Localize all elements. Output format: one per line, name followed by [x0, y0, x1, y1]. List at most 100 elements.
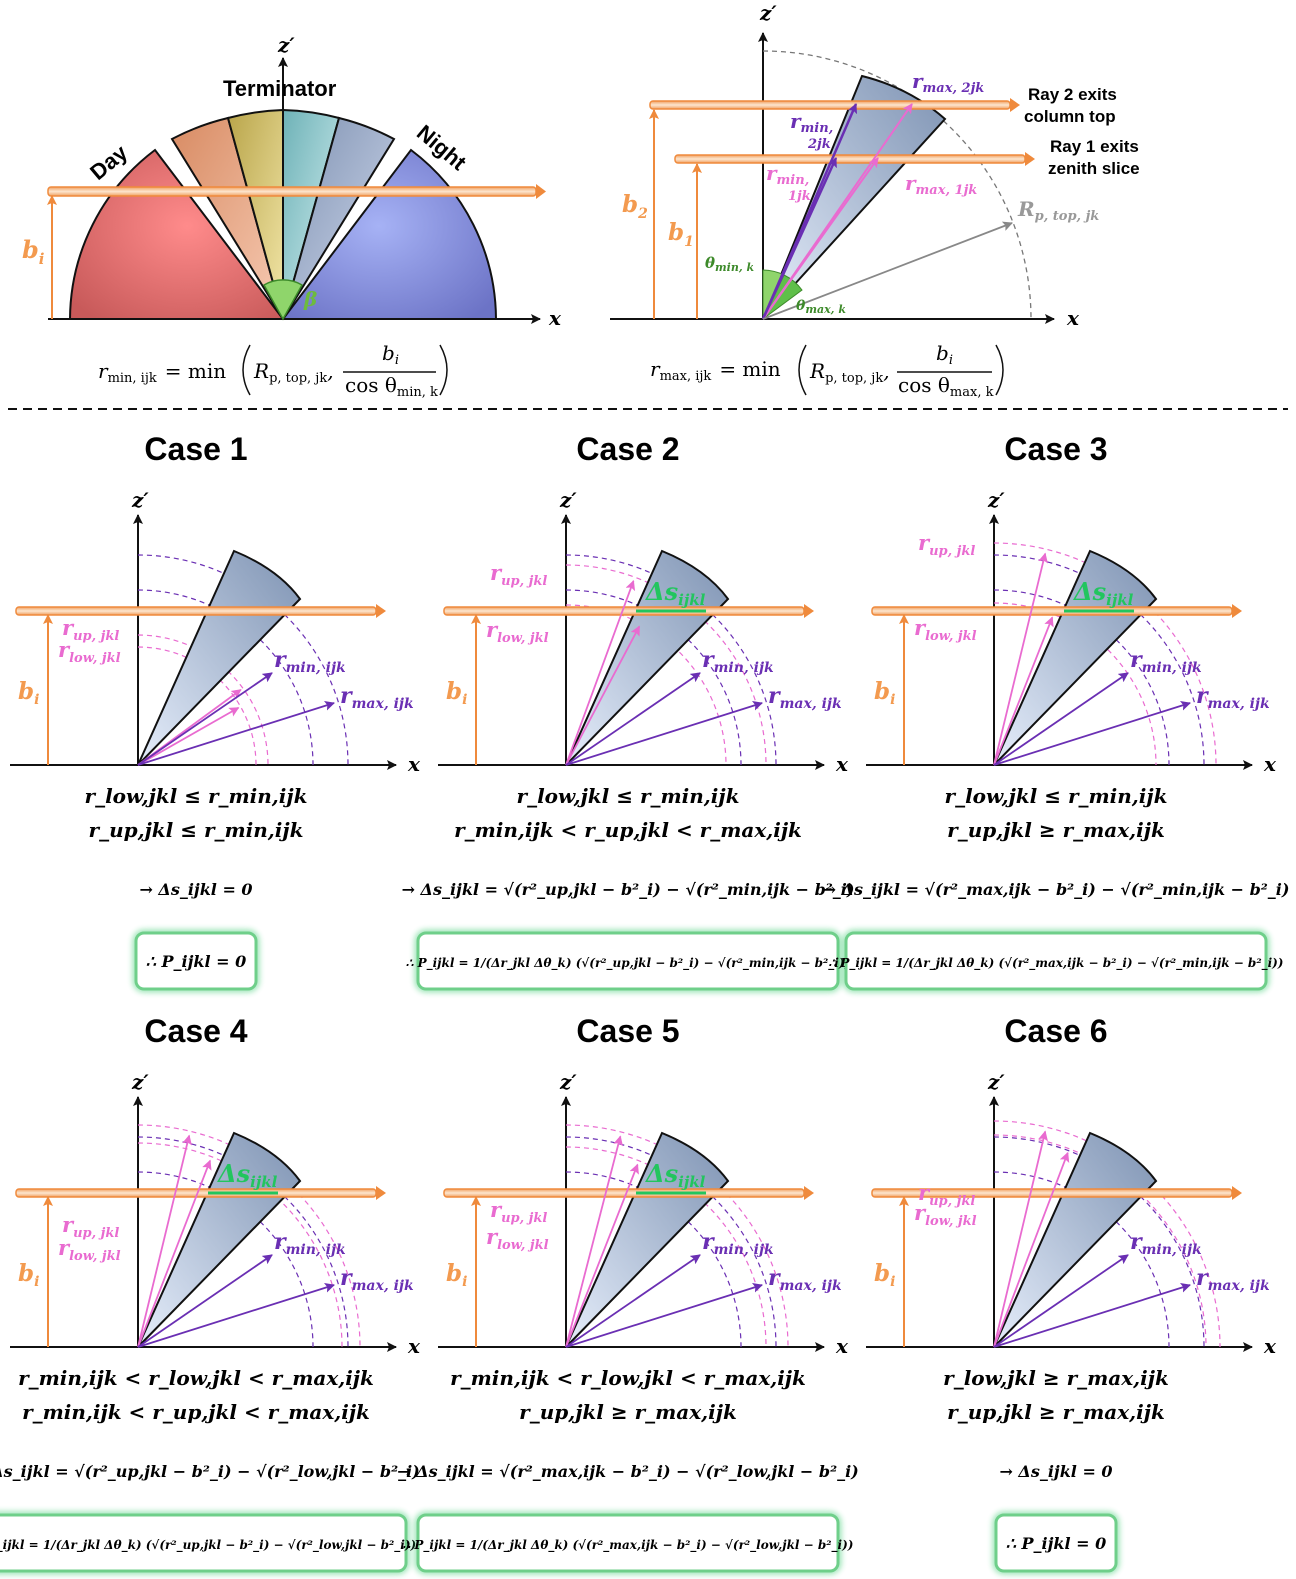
- result-equation: ∴ P_ijkl = 1/(Δr_jkl Δθ_k) (√(r²_max,ijk…: [403, 1538, 854, 1553]
- up-vector: [565, 1135, 623, 1348]
- svg-text:rmin, ijk= min: rmin, ijk= min: [98, 359, 226, 386]
- rmin1-label: rmin,: [766, 161, 809, 188]
- dash-max-arc: [993, 1136, 1205, 1348]
- rmin2-label: rmin,: [790, 109, 833, 136]
- svg-text:rmin, ijk: rmin, ijk: [702, 647, 774, 676]
- top-boundary-arc: [762, 50, 1032, 320]
- up-arc: [565, 564, 767, 766]
- condition-2: r_up,jkl ≤ r_min,ijk: [89, 818, 304, 842]
- x-axis-label: x: [1263, 752, 1277, 776]
- ray-head: [536, 184, 546, 199]
- top-right-panel: z′ x b2 b1 Ray 2 exits column top Ray 1 …: [610, 1, 1140, 400]
- case-title: Case 2: [576, 431, 679, 467]
- column-wedge: [137, 1131, 302, 1348]
- svg-text:rup, jkl: rup, jkl: [918, 530, 975, 559]
- x-axis-label: x: [1263, 1334, 1277, 1358]
- result-box: [844, 931, 1268, 991]
- ray: [443, 1188, 805, 1198]
- svg-text:rlow, jkl: rlow, jkl: [486, 1224, 549, 1253]
- low-arc: [993, 602, 1157, 766]
- svg-text:rmax, ijk: rmax, ijk: [768, 1265, 842, 1294]
- ray: [15, 606, 377, 616]
- rmin-vector: [993, 672, 1129, 766]
- ds-equation: → Δs_ijkl = √(r²_up,jkl − b²_i) − √(r²_m…: [402, 880, 855, 899]
- svg-text:Δsijkl: Δsijkl: [217, 1159, 278, 1191]
- case-title: Case 1: [144, 431, 247, 467]
- rmax-vector: [993, 1282, 1191, 1348]
- dash-max-arc: [137, 554, 349, 766]
- rmax-vector: [565, 1282, 763, 1348]
- ds-equation: → Δs_ijkl = 0: [999, 1462, 1112, 1481]
- ray2-note-1: Ray 2 exits: [1028, 85, 1117, 104]
- low-arc: [137, 1142, 343, 1348]
- up-vector: [137, 1134, 192, 1348]
- rmax-vector: [137, 700, 335, 766]
- beta-wedge: [262, 279, 304, 321]
- ray: [47, 186, 537, 197]
- condition-1: r_low,jkl ≤ r_min,ijk: [517, 784, 740, 808]
- svg-text:rlow, jkl: rlow, jkl: [58, 637, 121, 666]
- up-arc: [137, 634, 269, 766]
- x-axis-label: x: [548, 306, 562, 330]
- column-wedge: [565, 549, 730, 766]
- svg-text:bi: bi: [874, 1260, 895, 1290]
- terminator-label: Terminator: [223, 76, 337, 101]
- svg-text:bi: bi: [18, 678, 39, 708]
- condition-1: r_low,jkl ≥ r_max,ijk: [943, 1366, 1169, 1390]
- z-axis-label: z′: [987, 488, 1005, 512]
- low-arc: [565, 604, 727, 766]
- svg-text:rmax, ijk= min: rmax, ijk= min: [650, 357, 781, 384]
- ray1-note-2: zenith slice: [1048, 159, 1140, 178]
- rtop-label: Rp, top, jk: [1017, 197, 1099, 224]
- result-box: [416, 1513, 840, 1573]
- z-axis-label: z′: [559, 1070, 577, 1094]
- svg-text:rmax, ijk: rmax, ijk: [340, 683, 414, 712]
- svg-text:rmin, ijk: rmin, ijk: [702, 1229, 774, 1258]
- theta-max-label: θmax, k: [796, 298, 846, 316]
- low-arc: [565, 1146, 767, 1348]
- ray-head: [1232, 604, 1242, 618]
- rmax-vector: [565, 700, 763, 766]
- x-axis-label: x: [1066, 306, 1080, 330]
- theta-min-label: θmin, k: [705, 254, 754, 274]
- ray-head: [804, 604, 814, 618]
- result-equation: ∴ P_ijkl = 1/(Δr_jkl Δθ_k) (√(r²_max,ijk…: [829, 956, 1284, 971]
- low-vector: [565, 1163, 639, 1348]
- svg-text:Δsijkl: Δsijkl: [1073, 577, 1134, 609]
- cases-layer: Case 1 z′ x bi rmin, ijk rmax, ijk rup, jkl rlo…: [0, 431, 1289, 1575]
- rmax-vector: [993, 700, 1191, 766]
- dash-min-arc: [137, 589, 314, 766]
- rmax-formula: rmax, ijk= min Rp, top, jk, bi cos θmax,…: [650, 341, 1004, 400]
- case-title: Case 3: [1004, 431, 1107, 467]
- ray-head: [804, 1186, 814, 1200]
- column-wedge: [762, 74, 947, 320]
- svg-text:rmax, ijk: rmax, ijk: [768, 683, 842, 712]
- column-wedge: [993, 549, 1158, 766]
- low-vector: [137, 1159, 212, 1348]
- rmax1-label: rmax, 1jk: [905, 171, 977, 198]
- case-title: Case 6: [1004, 1013, 1107, 1049]
- result-equation: ∴ P_ijkl = 1/(Δr_jkl Δθ_k) (√(r²_up,jkl …: [0, 1538, 416, 1553]
- case-title: Case 4: [144, 1013, 247, 1049]
- condition-1: r_low,jkl ≤ r_min,ijk: [945, 784, 1168, 808]
- ds-equation: → Δs_ijkl = √(r²_up,jkl − b²_i) − √(r²_l…: [0, 1462, 420, 1481]
- low-vector: [993, 1151, 1070, 1348]
- ray-1: [674, 154, 1026, 164]
- dash-min-arc: [565, 1171, 742, 1348]
- rmin1-label-b: 1jk: [788, 189, 811, 204]
- svg-text:rlow, jkl: rlow, jkl: [914, 1200, 977, 1229]
- x-axis-label: x: [835, 752, 849, 776]
- svg-text:rlow, jkl: rlow, jkl: [914, 615, 977, 644]
- svg-text:rup, jkl: rup, jkl: [490, 560, 547, 589]
- rmin-formula: rmin, ijk= min Rp, top, jk, bi cos θmin,…: [98, 341, 448, 400]
- result-equation: ∴ P_ijkl = 1/(Δr_jkl Δθ_k) (√(r²_up,jkl …: [406, 956, 850, 971]
- ds-equation: → Δs_ijkl = 0: [139, 880, 252, 899]
- svg-text:Δsijkl: Δsijkl: [645, 1159, 706, 1191]
- up-vector: [993, 1130, 1048, 1348]
- rmax2-label: rmax, 2jk: [912, 69, 984, 96]
